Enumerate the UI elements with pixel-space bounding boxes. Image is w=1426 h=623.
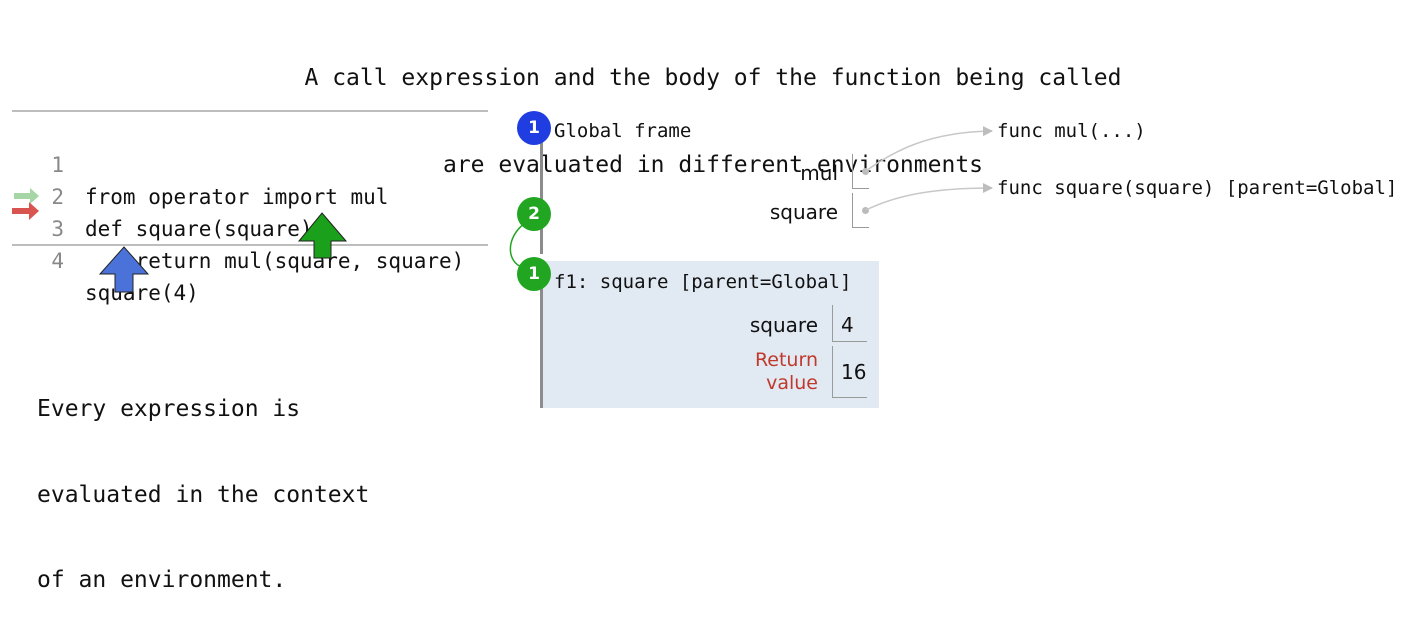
pointer-dot xyxy=(862,207,869,214)
pointer-arrow-square xyxy=(865,183,993,211)
line-number: 1 xyxy=(51,153,64,177)
line-number: 4 xyxy=(51,249,64,273)
global-frame-step-badge: 1 xyxy=(517,111,551,145)
code-text: square(4) xyxy=(85,281,199,305)
local-frame-step-badge: 1 xyxy=(517,257,551,291)
local-frame-background xyxy=(543,261,879,408)
caption-line-2: evaluated in the context xyxy=(37,481,370,508)
caption-line-3: of an environment. xyxy=(37,567,287,593)
transition-step-badge: 2 xyxy=(517,197,551,231)
green-up-arrow-icon xyxy=(297,212,348,259)
diagram-overlay xyxy=(12,126,993,293)
current-line-arrow-icon xyxy=(14,188,39,204)
title-line-1: A call expression and the body of the fu… xyxy=(304,65,1122,91)
global-frame-bar xyxy=(540,130,543,254)
pointer-dot xyxy=(862,168,869,175)
local-var-square-value-box xyxy=(832,305,867,342)
return-value-box xyxy=(832,346,867,398)
blue-up-arrow-icon xyxy=(98,246,150,293)
line-number: 2 xyxy=(51,185,64,209)
global-var-mul: mul xyxy=(800,161,838,185)
line-number: 3 xyxy=(51,217,64,241)
local-var-square-value: 4 xyxy=(841,313,854,337)
global-var-square-value-box xyxy=(852,193,869,228)
func-square-object: func square(square) [parent=Global] xyxy=(997,177,1398,199)
code-top-divider xyxy=(12,110,488,112)
slide-title: A call expression and the body of the fu… xyxy=(0,6,1426,209)
next-line-arrow-icon xyxy=(12,202,39,220)
global-var-square: square xyxy=(769,200,838,224)
local-frame-title: f1: square [parent=Global] xyxy=(554,271,852,293)
code-bottom-divider xyxy=(12,244,488,246)
return-value-label-line-2: value xyxy=(766,372,818,394)
return-value: 16 xyxy=(841,360,867,384)
code-line-4: 4 square(4) xyxy=(0,213,198,305)
local-frame-bar xyxy=(540,272,543,408)
local-var-square: square xyxy=(749,313,818,337)
code-line-1: 1 from operator import mul xyxy=(0,117,388,209)
func-mul-object: func mul(...) xyxy=(997,120,1146,142)
code-line-2: 2 def square(square): xyxy=(0,149,325,241)
code-line-3: 3 return mul(square, square) xyxy=(0,181,464,273)
code-text: def square(square): xyxy=(85,217,326,241)
pointer-arrow-mul xyxy=(865,126,993,172)
title-line-2: are evaluated in different environments xyxy=(442,152,984,178)
code-text: from operator import mul xyxy=(85,185,389,209)
global-var-mul-value-box xyxy=(852,154,869,189)
return-value-label-line-1: Return xyxy=(754,349,818,371)
code-text: return mul(square, square) xyxy=(85,249,465,273)
global-frame-title: Global frame xyxy=(554,120,692,142)
caption-line-1: Every expression is xyxy=(37,396,301,422)
